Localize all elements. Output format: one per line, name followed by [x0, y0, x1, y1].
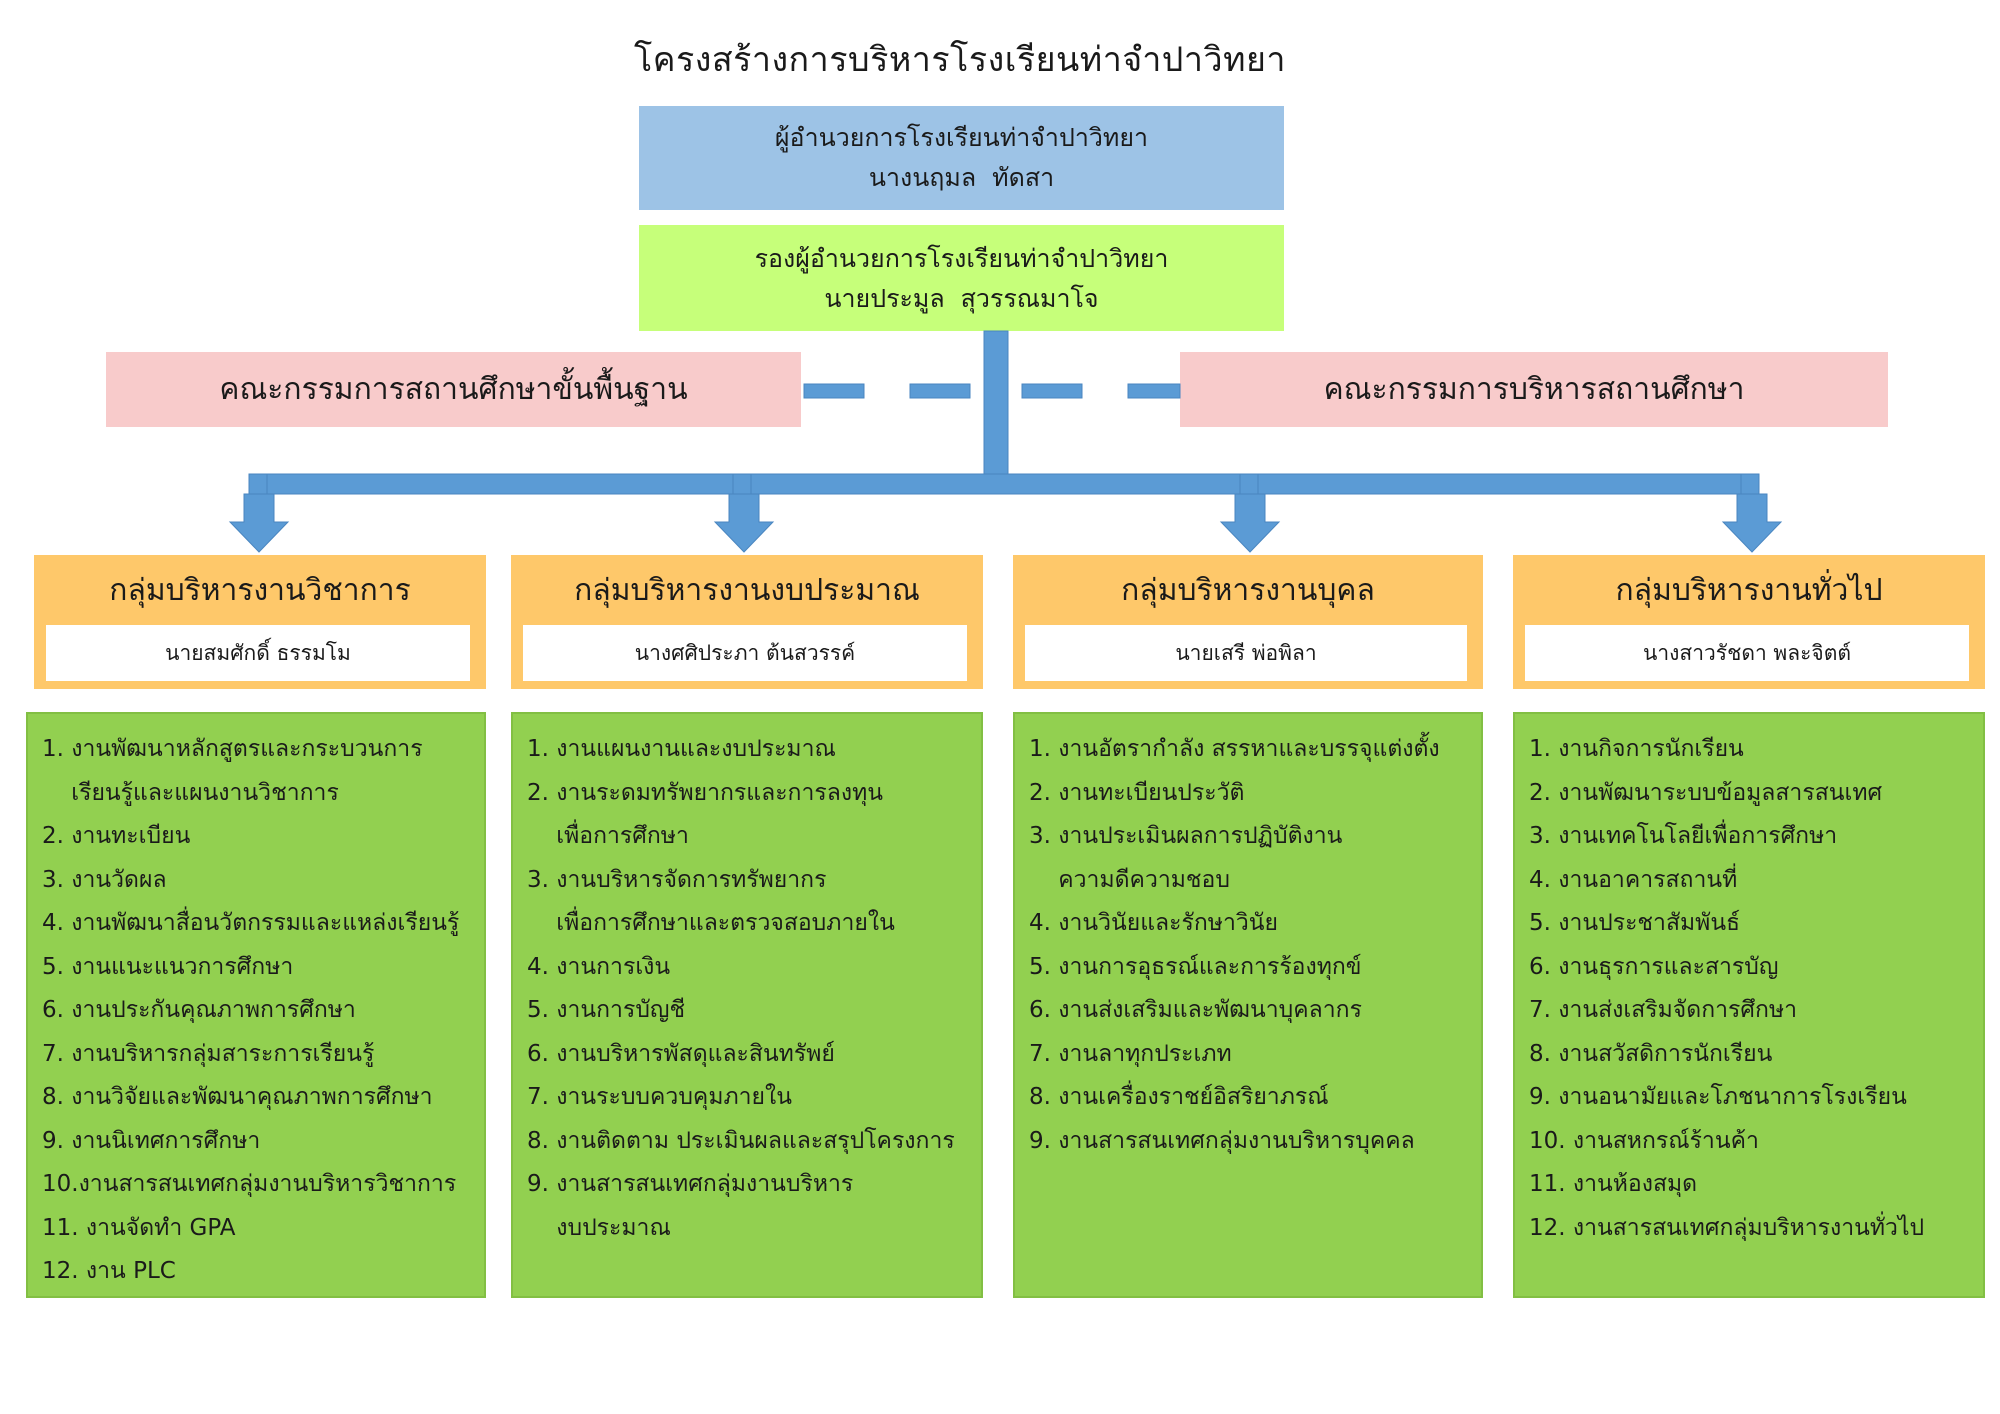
- group-title-general: กลุ่มบริหารงานทั่วไป: [1615, 573, 1883, 608]
- task-item: 5. งานการอุธรณ์และการร้องทุกข์: [1029, 953, 1362, 980]
- task-item: 8. งานติดตาม ประเมินผลและสรุปโครงการ: [527, 1127, 955, 1154]
- task-item: 6. งานบริหารพัสดุและสินทรัพย์: [527, 1040, 835, 1067]
- task-list-general: 1. งานกิจการนักเรียน 2. งานพัฒนาระบบข้อม…: [1529, 728, 1971, 1250]
- task-item: 2. งานทะเบียนประวัติ: [1029, 779, 1245, 806]
- task-item: เรียนรู้และแผนงานวิชาการ: [42, 779, 339, 806]
- dash-3: [1021, 383, 1083, 399]
- task-list-budget: 1. งานแผนงานและงบประมาณ 2. งานระดมทรัพยา…: [527, 728, 969, 1250]
- basic-education-committee-label: คณะกรรมการสถานศึกษาขั้นพื้นฐาน: [219, 372, 688, 407]
- task-item: เพื่อการศึกษา: [527, 823, 689, 849]
- vertical-trunk: [983, 330, 1009, 475]
- arrow-to-academic: [228, 493, 290, 553]
- task-box-personnel: 1. งานอัตรากำลัง สรรหาและบรรจุแต่งตั้ง 2…: [1013, 712, 1483, 1298]
- page-title: โครงสร้างการบริหารโรงเรียนท่าจำปาวิทยา: [633, 40, 1286, 80]
- director-position: ผู้อำนวยการโรงเรียนท่าจำปาวิทยา: [774, 123, 1149, 152]
- task-box-general: 1. งานกิจการนักเรียน 2. งานพัฒนาระบบข้อม…: [1513, 712, 1985, 1298]
- task-box-academic: 1. งานพัฒนาหลักสูตรและกระบวนการ เรียนรู้…: [26, 712, 486, 1298]
- basic-education-committee-box: คณะกรรมการสถานศึกษาขั้นพื้นฐาน: [106, 352, 801, 427]
- task-item: 7. งานส่งเสริมจัดการศึกษา: [1529, 997, 1798, 1023]
- deputy-name: นายประมูล สุวรรณมาโจ: [824, 284, 1099, 313]
- task-item: 2. งานพัฒนาระบบข้อมูลสารสนเทศ: [1529, 779, 1883, 806]
- deputy-position: รองผู้อำนวยการโรงเรียนท่าจำปาวิทยา: [754, 244, 1169, 273]
- task-item: 10. งานสหกรณ์ร้านค้า: [1529, 1127, 1759, 1154]
- task-item: 2. งานทะเบียน: [42, 823, 191, 849]
- task-item: 1. งานอัตรากำลัง สรรหาและบรรจุแต่งตั้ง: [1029, 736, 1440, 762]
- task-item: 5. งานแนะแนวการศึกษา: [42, 953, 294, 980]
- task-item: 1. งานแผนงานและงบประมาณ: [527, 736, 836, 762]
- task-item: 8. งานสวัสดิการนักเรียน: [1529, 1040, 1773, 1067]
- task-list-academic: 1. งานพัฒนาหลักสูตรและกระบวนการ เรียนรู้…: [42, 728, 472, 1294]
- task-item: 4. งานการเงิน: [527, 953, 671, 980]
- task-item: 9. งานอนามัยและโภชนาการโรงเรียน: [1529, 1084, 1907, 1110]
- task-item: 3. งานบริหารจัดการทรัพยากร: [527, 866, 827, 893]
- task-item: งบประมาณ: [527, 1214, 671, 1241]
- task-item: 7. งานลาทุกประเภท: [1029, 1040, 1232, 1067]
- director-name: นางนฤมล ทัดสา: [868, 163, 1055, 192]
- school-administration-committee-box: คณะกรรมการบริหารสถานศึกษา: [1180, 352, 1888, 427]
- task-item: 11. งานห้องสมุด: [1529, 1171, 1698, 1197]
- group-header-budget: กลุ่มบริหารงานงบประมาณ นางศศิประภา ต้นสว…: [511, 555, 983, 689]
- group-title-personnel: กลุ่มบริหารงานบุคล: [1121, 573, 1375, 608]
- task-item: 5. งานประชาสัมพันธ์: [1529, 910, 1741, 936]
- task-item: 12. งาน PLC: [42, 1258, 176, 1284]
- task-item: 1. งานกิจการนักเรียน: [1529, 736, 1744, 762]
- arrow-to-general: [1721, 493, 1783, 553]
- task-list-personnel: 1. งานอัตรากำลัง สรรหาและบรรจุแต่งตั้ง 2…: [1029, 728, 1469, 1163]
- task-item: เพื่อการศึกษาและตรวจสอบภายใน: [527, 910, 895, 936]
- task-item: 9. งานสารสนเทศกลุ่มงานบริหารบุคคล: [1029, 1127, 1415, 1154]
- task-item: 7. งานระบบควบคุมภายใน: [527, 1084, 792, 1110]
- group-leader-budget: นางศศิประภา ต้นสวรรค์: [523, 625, 967, 681]
- arrow-to-personnel: [1219, 493, 1281, 553]
- task-item: 9. งานนิเทศการศึกษา: [42, 1127, 261, 1154]
- task-item: 3. งานประเมินผลการปฏิบัติงาน: [1029, 823, 1343, 849]
- task-item: 1. งานพัฒนาหลักสูตรและกระบวนการ: [42, 736, 423, 762]
- task-item: 4. งานอาคารสถานที่: [1529, 866, 1738, 893]
- group-header-personnel: กลุ่มบริหารงานบุคล นายเสรี พ่อพิลา: [1013, 555, 1483, 689]
- director-box: ผู้อำนวยการโรงเรียนท่าจำปาวิทยา นางนฤมล …: [639, 106, 1284, 210]
- task-item: 7. งานบริหารกลุ่มสาระการเรียนรู้: [42, 1040, 375, 1067]
- task-item: 3. งานเทคโนโลยีเพื่อการศึกษา: [1529, 823, 1838, 849]
- task-item: 5. งานการบัญชี: [527, 997, 686, 1023]
- task-item: 12. งานสารสนเทศกลุ่มบริหารงานทั่วไป: [1529, 1214, 1925, 1241]
- task-item: 3. งานวัดผล: [42, 866, 167, 893]
- group-title-budget: กลุ่มบริหารงานงบประมาณ: [574, 573, 920, 608]
- dash-1: [803, 383, 865, 399]
- group-title-academic: กลุ่มบริหารงานวิชาการ: [109, 573, 411, 608]
- task-box-budget: 1. งานแผนงานและงบประมาณ 2. งานระดมทรัพยา…: [511, 712, 983, 1298]
- task-item: 10.งานสารสนเทศกลุ่มงานบริหารวิชาการ: [42, 1171, 457, 1197]
- task-item: 4. งานพัฒนาสื่อนวัตกรรมและแหล่งเรียนรู้: [42, 910, 460, 936]
- school-administration-committee-label: คณะกรรมการบริหารสถานศึกษา: [1323, 372, 1745, 407]
- task-item: 9. งานสารสนเทศกลุ่มงานบริหาร: [527, 1171, 854, 1197]
- group-leader-personnel: นายเสรี พ่อพิลา: [1025, 625, 1467, 681]
- horizontal-bar: [248, 473, 1750, 495]
- task-item: 2. งานระดมทรัพยากรและการลงทุน: [527, 779, 883, 806]
- dash-2: [909, 383, 971, 399]
- task-item: 6. งานธุรการและสารบัญ: [1529, 953, 1779, 980]
- task-item: 8. งานวิจัยและพัฒนาคุณภาพการศึกษา: [42, 1084, 433, 1110]
- group-leader-academic: นายสมศักดิ์ ธรรมโม: [46, 625, 470, 681]
- arrow-to-budget: [713, 493, 775, 553]
- group-header-general: กลุ่มบริหารงานทั่วไป นางสาวรัชดา พละจิตต…: [1513, 555, 1985, 689]
- task-item: 6. งานประกันคุณภาพการศึกษา: [42, 997, 356, 1023]
- deputy-director-box: รองผู้อำนวยการโรงเรียนท่าจำปาวิทยา นายปร…: [639, 225, 1284, 331]
- group-leader-general: นางสาวรัชดา พละจิตต์: [1525, 625, 1969, 681]
- task-item: 8. งานเครื่องราชย์อิสริยาภรณ์: [1029, 1084, 1329, 1110]
- task-item: ความดีความชอบ: [1029, 866, 1230, 893]
- task-item: 4. งานวินัยและรักษาวินัย: [1029, 910, 1278, 936]
- dash-4: [1127, 383, 1181, 399]
- task-item: 11. งานจัดทำ GPA: [42, 1214, 236, 1241]
- task-item: 6. งานส่งเสริมและพัฒนาบุคลากร: [1029, 997, 1362, 1023]
- group-header-academic: กลุ่มบริหารงานวิชาการ นายสมศักดิ์ ธรรมโม: [34, 555, 486, 689]
